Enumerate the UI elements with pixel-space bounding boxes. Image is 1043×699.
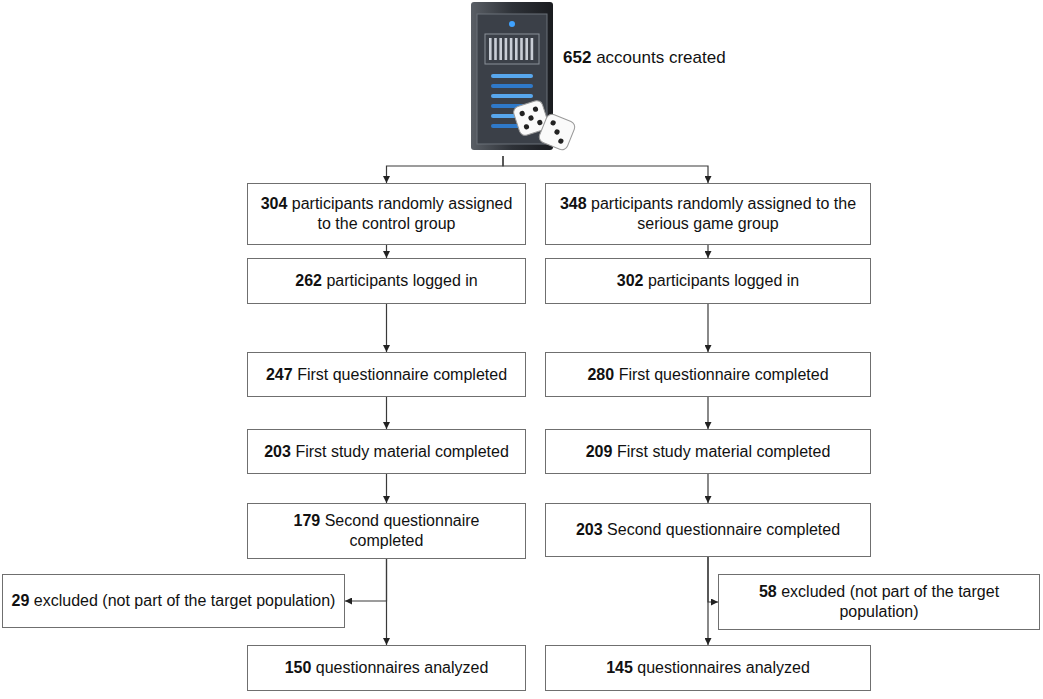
flow-arrow bbox=[386, 304, 387, 352]
count-number: 280 bbox=[587, 366, 614, 383]
box-label: excluded (not part of the target populat… bbox=[34, 592, 336, 609]
count-number: 247 bbox=[266, 366, 293, 383]
box-label: questionnaires analyzed bbox=[637, 659, 810, 676]
process-box: 179Second questionnaire completed bbox=[247, 503, 526, 559]
count-number: 203 bbox=[264, 443, 291, 460]
process-box: 203Second questionnaire completed bbox=[545, 503, 871, 557]
box-label: participants randomly assigned to the co… bbox=[292, 195, 513, 232]
count-number: 652 bbox=[563, 48, 591, 67]
box-label: First study material completed bbox=[617, 443, 830, 460]
flow-arrow bbox=[707, 245, 708, 258]
count-number: 145 bbox=[606, 659, 633, 676]
box-label: participants logged in bbox=[326, 272, 477, 289]
process-box: 302participants logged in bbox=[545, 258, 871, 304]
box-label: Second questionnaire completed bbox=[325, 512, 480, 549]
flow-arrow bbox=[386, 245, 387, 258]
count-number: 302 bbox=[617, 272, 644, 289]
flow-arrow bbox=[707, 474, 708, 503]
process-box: 209First study material completed bbox=[545, 429, 871, 474]
flow-arrow bbox=[386, 397, 387, 429]
count-number: 203 bbox=[576, 521, 603, 538]
box-label: accounts created bbox=[596, 48, 725, 67]
process-box: 150questionnaires analyzed bbox=[247, 645, 526, 691]
flow-arrow bbox=[386, 474, 387, 503]
process-box: 262participants logged in bbox=[247, 258, 526, 304]
count-number: 304 bbox=[261, 195, 288, 212]
flow-arrow bbox=[387, 156, 504, 183]
process-box: 203First study material completed bbox=[247, 429, 526, 474]
box-label: participants logged in bbox=[648, 272, 799, 289]
flow-arrow bbox=[707, 304, 708, 352]
count-number: 262 bbox=[295, 272, 322, 289]
flow-arrow bbox=[345, 559, 387, 601]
process-box: 280 First questionnaire completed bbox=[545, 352, 871, 397]
count-number: 150 bbox=[285, 659, 312, 676]
flow-arrow bbox=[386, 559, 387, 645]
flow-arrow bbox=[707, 397, 708, 429]
server-icon bbox=[445, 0, 581, 158]
box-label: excluded (not part of the target populat… bbox=[781, 583, 999, 620]
server-drawing bbox=[471, 2, 577, 152]
process-box: 145questionnaires analyzed bbox=[545, 645, 871, 691]
server-node: 652accounts created bbox=[445, 0, 581, 158]
exclusion-box: 29excluded (not part of the target popul… bbox=[2, 574, 345, 628]
count-number: 179 bbox=[294, 512, 321, 529]
count-number: 29 bbox=[12, 592, 30, 609]
box-label: First questionnaire completed bbox=[297, 366, 507, 383]
process-box: 247First questionnaire completed bbox=[247, 352, 526, 397]
count-number: 348 bbox=[560, 195, 587, 212]
box-label: Second questionnaire completed bbox=[607, 521, 840, 538]
box-label: participants randomly assigned to the se… bbox=[591, 195, 856, 232]
box-label: questionnaires analyzed bbox=[316, 659, 489, 676]
flow-arrow bbox=[708, 557, 718, 602]
exclusion-box: 58excluded (not part of the target popul… bbox=[718, 574, 1040, 630]
box-label: First study material completed bbox=[295, 443, 508, 460]
flow-arrow bbox=[503, 156, 708, 183]
count-number: 209 bbox=[586, 443, 613, 460]
process-box: 304participants randomly assigned to the… bbox=[247, 183, 526, 245]
count-number: 58 bbox=[759, 583, 777, 600]
process-box: 348participants randomly assigned to the… bbox=[545, 183, 871, 245]
flow-arrow bbox=[707, 557, 708, 645]
box-label: First questionnaire completed bbox=[619, 366, 829, 383]
